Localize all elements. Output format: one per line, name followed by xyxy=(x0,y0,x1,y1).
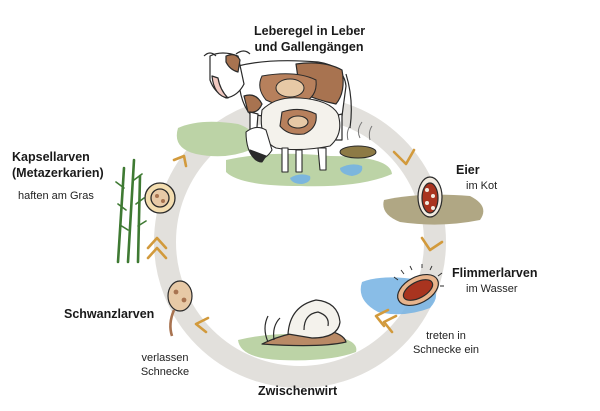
metacercariae-stage-detail: haften am Gras xyxy=(18,190,94,202)
adult-stage-title-line1: Leberegel in Leber xyxy=(254,24,366,38)
sheep-icon xyxy=(245,97,341,173)
arrow-eggs-to-water xyxy=(420,236,444,252)
miracidia-stage-note: treten in Schnecke ein xyxy=(406,330,486,358)
arrow-water-to-snail-1 xyxy=(382,314,398,334)
metacercariae-stage-title: Kapsellarven (Metazerkarien) xyxy=(12,150,104,181)
cyst-icon xyxy=(144,182,176,214)
puddle-right xyxy=(340,164,363,176)
egg-icon xyxy=(417,176,443,218)
puddle-left xyxy=(290,174,311,184)
snail-icon xyxy=(261,299,347,347)
eggs-stage-title: Eier xyxy=(456,163,480,177)
miracidium-icon xyxy=(393,264,444,307)
pasture-patch-under-animals xyxy=(226,153,392,187)
arrow-adult-to-eggs xyxy=(392,148,416,166)
cercariae-note-line2: Schnecke xyxy=(140,365,190,378)
arrow-cercaria-to-cyst-2 xyxy=(146,246,168,260)
eggs-stage-detail: im Kot xyxy=(466,180,498,192)
dung-icon xyxy=(339,121,377,159)
miracidia-note-line1: treten in xyxy=(426,330,466,342)
metacercariae-title-line1: Kapsellarven xyxy=(12,150,90,164)
arrow-cercaria-to-cyst-1 xyxy=(146,236,168,250)
arrow-cyst-to-host xyxy=(172,154,188,168)
cercaria-icon xyxy=(167,280,193,337)
cercariae-stage-title: Schwanzlarven xyxy=(64,307,155,321)
adult-stage-title: Leberegel in Leber und Gallengängen xyxy=(254,24,366,55)
miracidia-stage-title: Flimmerlarven xyxy=(452,266,538,280)
arrow-water-to-snail-2 xyxy=(374,308,390,328)
miracidia-stage-detail: im Wasser xyxy=(466,283,518,295)
pasture-patch xyxy=(176,121,254,157)
grass-icon xyxy=(115,158,147,264)
adult-stage-title-line2: und Gallengängen xyxy=(254,39,364,54)
cercariae-stage-note: verlassen Schnecke xyxy=(130,352,200,380)
cercariae-note-line1: verlassen xyxy=(141,352,189,364)
miracidia-note-line2: Schnecke ein xyxy=(412,343,480,356)
metacercariae-title-line2: (Metazerkarien) xyxy=(12,165,104,180)
arrow-snail-to-cercaria xyxy=(194,316,210,334)
host-stage-title: Zwischenwirt xyxy=(258,384,338,398)
direction-arrows xyxy=(146,148,444,334)
